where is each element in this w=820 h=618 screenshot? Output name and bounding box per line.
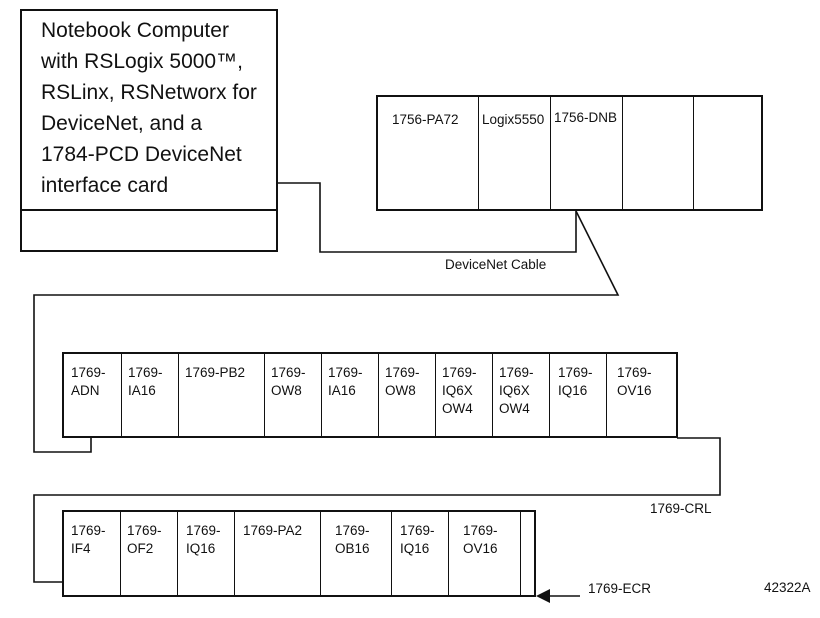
devicenet-cable-line <box>278 182 577 253</box>
crl-cable-label: 1769-CRL <box>650 501 712 516</box>
chassis-slot-4 <box>622 97 693 209</box>
bank1-module-6: 1769- OW8 <box>378 354 435 436</box>
bank1-module-label: 1769- OV16 <box>617 365 652 398</box>
bank1-module-4: 1769- OW8 <box>264 354 321 436</box>
bank2-end-cap <box>520 512 536 595</box>
bank1-module-label: 1769- ADN <box>71 365 106 398</box>
bank1-module-5: 1769- IA16 <box>321 354 378 436</box>
bank2-module-label: 1769- OF2 <box>127 523 162 556</box>
bank2-module-1: 1769- IF4 <box>64 512 120 595</box>
bank2-module-label: 1769- OB16 <box>335 523 370 556</box>
io-bank-2: 1769- IF4 1769- OF2 1769- IQ16 1769-PA2 … <box>62 510 536 597</box>
bank2-module-label: 1769- IQ16 <box>186 523 221 556</box>
bank1-module-8: 1769- IQ6X OW4 <box>492 354 549 436</box>
bank2-module-6: 1769- IQ16 <box>391 512 448 595</box>
chassis-slot-label: Logix5550 <box>482 112 545 127</box>
bank1-module-label: 1769- IQ16 <box>558 365 593 398</box>
dnb-to-bank1-line <box>33 210 620 453</box>
figure-id: 42322A <box>764 580 811 595</box>
bank2-module-7: 1769- OV16 <box>448 512 520 595</box>
bank2-module-4: 1769-PA2 <box>234 512 320 595</box>
bank2-module-2: 1769- OF2 <box>120 512 177 595</box>
bank1-module-2: 1769- IA16 <box>121 354 178 436</box>
devicenet-cable-label: DeviceNet Cable <box>445 257 547 272</box>
bank1-module-label: 1769-PB2 <box>185 365 246 380</box>
bank2-module-label: 1769- IF4 <box>71 523 106 556</box>
chassis-slot-2: Logix5550 <box>478 97 550 209</box>
bank1-module-label: 1769- IA16 <box>328 365 363 398</box>
chassis-slot-label: 1756-PA72 <box>392 112 459 127</box>
io-bank-1: 1769- ADN 1769- IA16 1769-PB2 1769- OW8 … <box>62 352 678 438</box>
bank1-module-9: 1769- IQ16 <box>549 354 606 436</box>
bank2-module-5: 1769- OB16 <box>320 512 391 595</box>
bank1-module-10: 1769- OV16 <box>606 354 678 436</box>
bank1-module-label: 1769- IA16 <box>128 365 163 398</box>
crl-cable-line <box>33 437 721 583</box>
notebook-computer-base <box>20 209 278 252</box>
bank2-module-3: 1769- IQ16 <box>177 512 234 595</box>
bank1-module-label: 1769- IQ6X OW4 <box>499 365 534 416</box>
bank2-module-label: 1769-PA2 <box>243 523 303 538</box>
bank2-module-label: 1769- OV16 <box>463 523 498 556</box>
notebook-computer-screen: Notebook Computer with RSLogix 5000™, RS… <box>20 9 278 211</box>
bank1-module-7: 1769- IQ6X OW4 <box>435 354 492 436</box>
bank1-module-1: 1769- ADN <box>64 354 121 436</box>
bank2-module-label: 1769- IQ16 <box>400 523 435 556</box>
chassis-slot-5 <box>693 97 763 209</box>
bank1-module-label: 1769- OW8 <box>385 365 420 398</box>
bank1-module-3: 1769-PB2 <box>178 354 264 436</box>
notebook-description: Notebook Computer with RSLogix 5000™, RS… <box>41 19 257 197</box>
ecr-label: 1769-ECR <box>588 581 652 596</box>
chassis-slot-1: 1756-PA72 <box>378 97 478 209</box>
bank1-module-label: 1769- IQ6X OW4 <box>442 365 477 416</box>
ecr-arrowhead <box>536 589 550 603</box>
chassis-slot-label: 1756-DNB <box>554 110 618 125</box>
bank1-module-label: 1769- OW8 <box>271 365 306 398</box>
controllogix-chassis: 1756-PA72 Logix5550 1756-DNB <box>376 95 763 211</box>
chassis-slot-3: 1756-DNB <box>550 97 622 209</box>
